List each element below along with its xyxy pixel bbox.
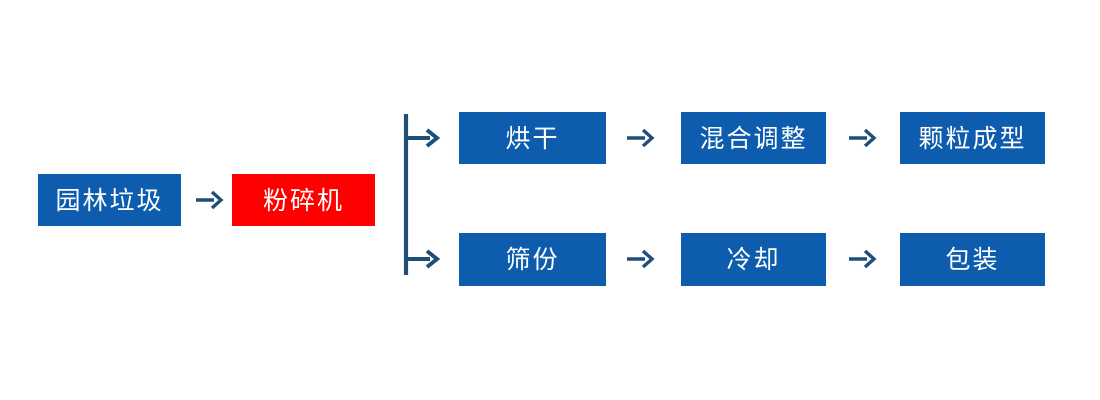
node-pellet[interactable]: 颗粒成型: [900, 112, 1045, 164]
node-pack[interactable]: 包装: [900, 233, 1045, 286]
node-cool[interactable]: 冷却: [681, 233, 826, 286]
arrow-mix-to-pellet: [845, 121, 879, 155]
node-dry[interactable]: 烘干: [459, 112, 606, 164]
arrow-input-to-crusher: [192, 183, 226, 217]
arrow-cool-to-pack: [845, 242, 879, 276]
arrow-dry-to-mix: [623, 121, 657, 155]
arrow-sieve-to-cool: [623, 242, 657, 276]
node-sieve[interactable]: 筛份: [459, 233, 606, 286]
node-mix[interactable]: 混合调整: [681, 112, 826, 164]
split-branch-icon: [400, 112, 444, 277]
node-crusher[interactable]: 粉碎机: [232, 174, 375, 226]
node-input[interactable]: 园林垃圾: [38, 174, 181, 226]
